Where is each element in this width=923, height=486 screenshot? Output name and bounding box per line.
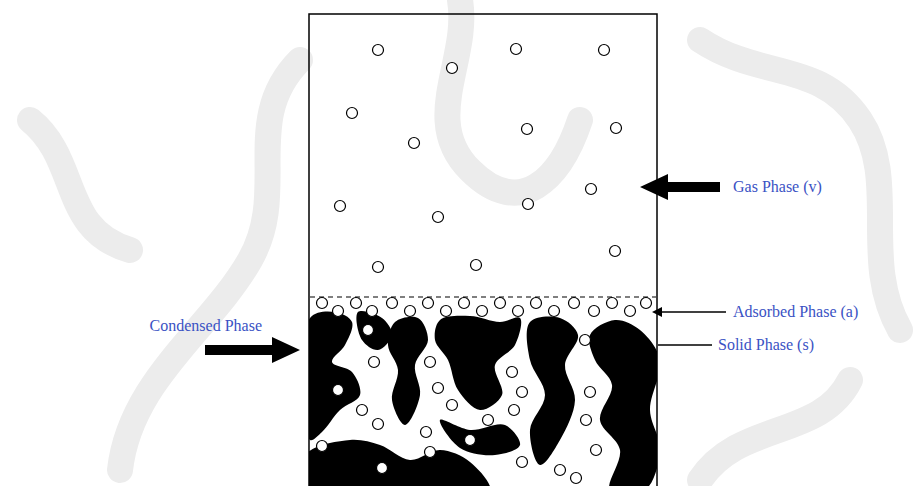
molecule <box>459 298 470 309</box>
molecule <box>357 405 368 416</box>
leader-line <box>660 311 726 313</box>
leader-arrowhead <box>652 307 662 317</box>
molecule <box>433 212 444 223</box>
molecule <box>373 262 384 273</box>
solid-particle <box>527 317 578 466</box>
molecule <box>333 385 344 396</box>
molecule <box>367 306 378 317</box>
molecule <box>569 298 580 309</box>
molecule <box>523 199 534 210</box>
phase-label: Adsorbed Phase (a) <box>733 302 858 321</box>
molecule <box>509 405 520 416</box>
molecule <box>433 383 444 394</box>
molecule <box>471 260 482 271</box>
molecule <box>335 201 346 212</box>
molecule <box>522 124 533 135</box>
molecule <box>589 306 600 317</box>
molecule <box>495 298 506 309</box>
molecule <box>549 306 560 317</box>
phase-label: Gas Phase (v) <box>733 177 822 196</box>
molecule <box>591 445 602 456</box>
interface-line <box>310 296 656 297</box>
molecule <box>599 45 610 56</box>
molecule <box>610 246 621 257</box>
molecule <box>425 447 436 458</box>
molecule <box>333 306 344 317</box>
molecule <box>483 415 494 426</box>
solid-particle <box>435 316 522 410</box>
molecule <box>513 306 524 317</box>
watermark <box>30 0 900 480</box>
solid-particle <box>589 320 657 486</box>
phase-label: Condensed Phase <box>150 316 262 335</box>
molecule <box>317 298 328 309</box>
molecule <box>477 306 488 317</box>
molecule <box>441 306 452 317</box>
molecule <box>369 357 380 368</box>
molecule <box>373 419 384 430</box>
molecule <box>607 298 618 309</box>
molecule <box>377 463 388 474</box>
molecule <box>580 335 591 346</box>
solid-particle <box>388 317 428 425</box>
molecule <box>517 457 528 468</box>
molecule <box>347 108 358 119</box>
molecule <box>517 387 528 398</box>
molecule <box>405 306 416 317</box>
molecule <box>641 298 652 309</box>
pointer-arrow <box>205 337 300 363</box>
molecule <box>363 325 374 336</box>
solid-particle <box>440 420 520 456</box>
phase-label: Solid Phase (s) <box>718 335 814 354</box>
solid-particle <box>356 311 392 350</box>
molecule <box>585 387 596 398</box>
molecule <box>421 427 432 438</box>
watermark-swirl <box>700 40 900 330</box>
watermark-swirl <box>700 380 850 480</box>
molecule <box>447 400 458 411</box>
pointer-arrow <box>640 174 720 200</box>
molecule <box>409 138 420 149</box>
molecules <box>317 44 652 484</box>
molecule <box>317 441 328 452</box>
molecule <box>447 63 458 74</box>
molecule <box>423 298 434 309</box>
container-box <box>309 14 657 486</box>
molecule <box>425 357 436 368</box>
molecule <box>611 123 622 134</box>
molecule <box>507 367 518 378</box>
solid-particle <box>309 311 360 440</box>
molecule <box>351 298 362 309</box>
molecule <box>511 44 522 55</box>
molecule <box>465 435 476 446</box>
molecule <box>373 45 384 56</box>
molecule <box>571 473 582 484</box>
molecule <box>586 184 597 195</box>
molecule <box>555 465 566 476</box>
watermark-swirl <box>120 60 300 470</box>
molecule <box>625 306 636 317</box>
solid-phase <box>309 311 657 486</box>
molecule <box>387 298 398 309</box>
watermark-swirl <box>30 120 130 250</box>
watermark-swirl <box>447 0 580 193</box>
molecule <box>581 415 592 426</box>
molecule <box>531 298 542 309</box>
leader-line <box>658 344 712 346</box>
